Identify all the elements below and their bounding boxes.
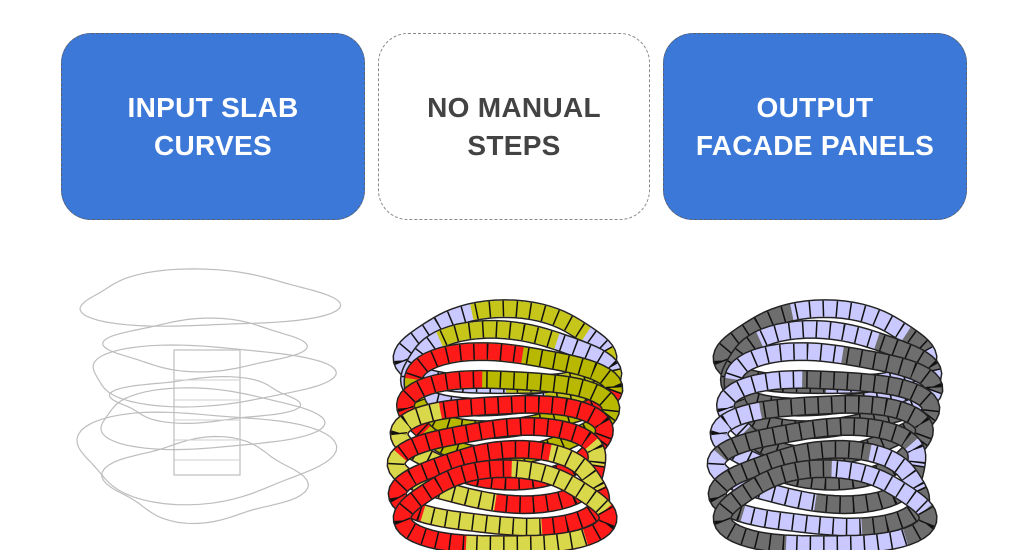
slab-curve: [102, 317, 308, 373]
facade-band-highlight: [394, 460, 617, 550]
slab-curve: [76, 411, 338, 506]
step-label: INPUT SLAB CURVES: [127, 91, 299, 161]
facade-band-highlight: [390, 396, 613, 490]
analyzed-facade-model: [386, 299, 624, 550]
slab-curves-wireframe: [76, 268, 342, 525]
slab-curve: [108, 375, 302, 425]
facade-band-highlight: [709, 441, 929, 536]
slab-curve: [101, 435, 309, 525]
step-label: NO MANUAL STEPS: [427, 91, 601, 161]
step-no-manual-steps: NO MANUAL STEPS: [378, 33, 650, 220]
facade-band-highlight: [710, 396, 933, 490]
output-facade-panels-model: [706, 299, 944, 550]
step-input-slab-curves: INPUT SLAB CURVES: [61, 33, 365, 220]
facade-band-highlight: [388, 418, 605, 513]
step-output-facade-panels: OUTPUT FACADE PANELS: [663, 33, 967, 220]
slab-curve: [100, 387, 326, 451]
core-outline: [173, 349, 241, 476]
facade-band-highlight: [708, 418, 925, 513]
facade-band-highlight: [389, 441, 609, 536]
step-label: OUTPUT FACADE PANELS: [695, 91, 935, 161]
facade-band-highlight: [714, 460, 937, 550]
slab-curve: [92, 344, 337, 408]
slab-curve: [79, 268, 342, 327]
